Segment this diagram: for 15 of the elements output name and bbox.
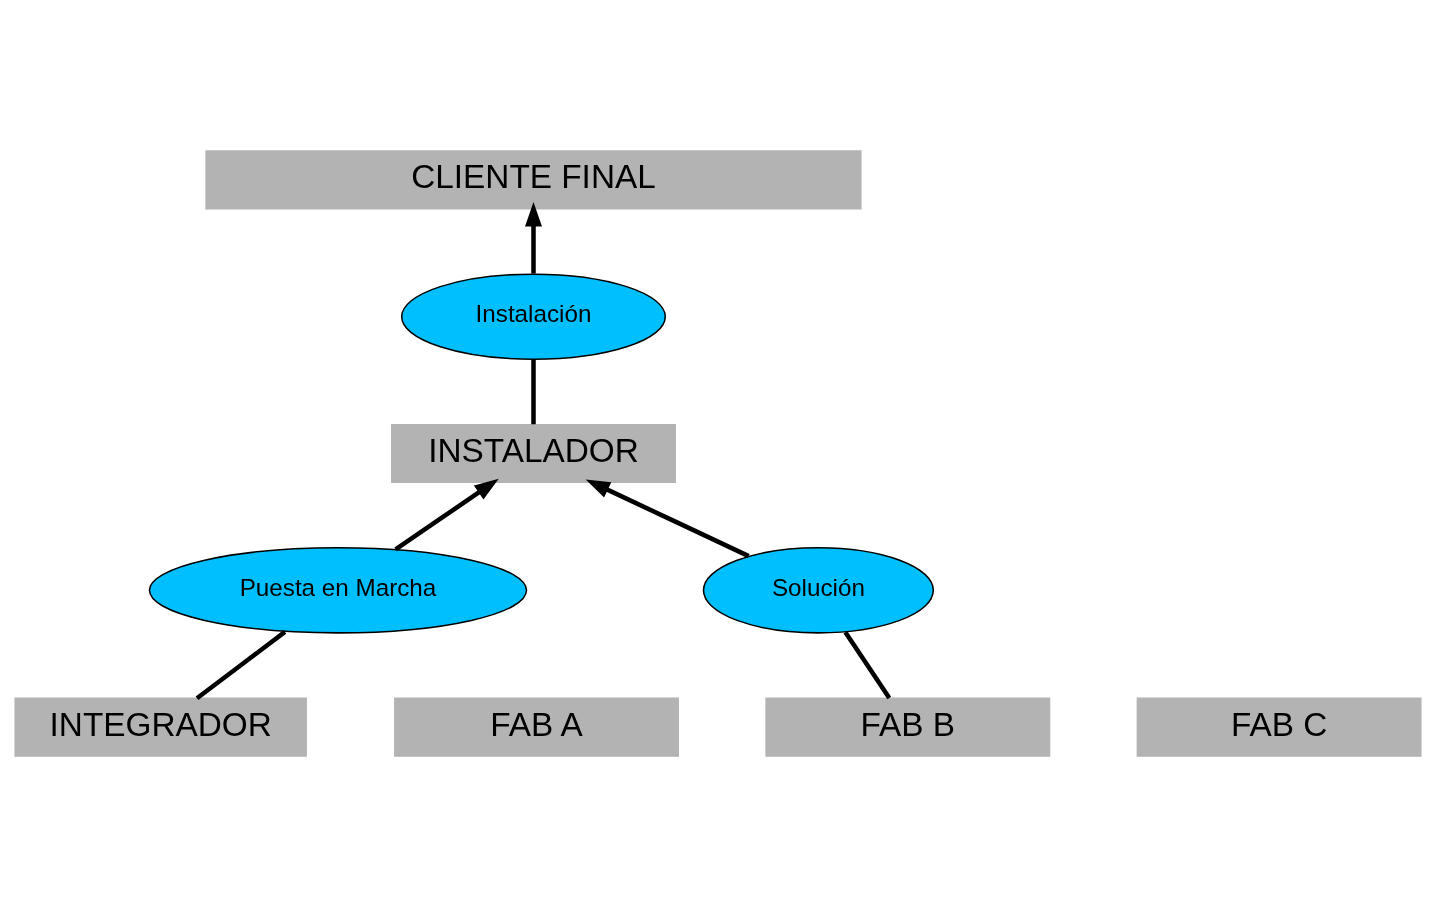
node-box: FAB B [765, 697, 1051, 757]
node-ellipse: Solución [702, 547, 935, 634]
connector [195, 630, 287, 701]
node-ellipse: Instalación [400, 273, 666, 360]
connector [531, 359, 536, 425]
node-box: CLIENTE FINAL [205, 150, 862, 210]
node-box: INTEGRADOR [14, 697, 307, 757]
arrow [394, 478, 499, 552]
node-box: FAB C [1136, 697, 1422, 757]
node-ellipse: Puesta en Marcha [148, 547, 528, 634]
arrow [585, 479, 750, 559]
node-box: FAB A [394, 697, 679, 757]
node-box: INSTALADOR [391, 423, 676, 484]
arrow [525, 202, 542, 274]
connector [843, 630, 892, 700]
